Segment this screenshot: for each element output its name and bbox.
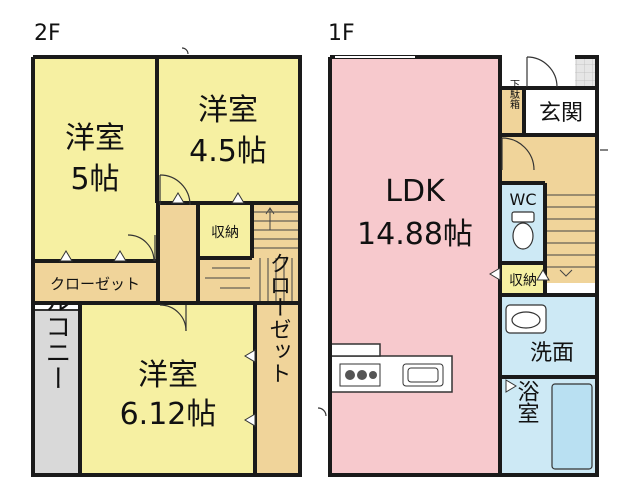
- closet-right-label: クローゼット: [266, 252, 291, 384]
- walls-1f: [328, 55, 599, 477]
- stairs-2f: [199, 258, 300, 303]
- room-ldk: [330, 57, 500, 475]
- door-markers-2f: [59, 192, 256, 427]
- room-western-612: [80, 303, 255, 475]
- wash-basin: [505, 304, 547, 334]
- room-bathroom-label: 浴室: [514, 380, 540, 424]
- doors-2f: [127, 47, 191, 332]
- sink: [402, 363, 444, 387]
- hall-1f: [500, 135, 597, 183]
- room-western-45-size: 4.5帖: [189, 134, 267, 169]
- stairs-1f: [545, 183, 597, 283]
- shoe-box-label: 下駄箱: [508, 79, 520, 110]
- room-western-612-size: 6.12帖: [120, 397, 217, 432]
- closet-left-label: クローゼット: [50, 275, 140, 293]
- stair-treads-2f: [205, 207, 298, 301]
- room-entrance-label: 玄関: [539, 101, 583, 126]
- storage-1f-label: 収納: [509, 273, 537, 289]
- doors-1f: [317, 56, 608, 417]
- room-western-5: [33, 57, 157, 261]
- stair-treads-1f: [547, 194, 595, 277]
- room-western-612-name: 洋室: [138, 358, 198, 393]
- storage-2f-label: 収納: [211, 225, 239, 241]
- floor-label-2f: 2F: [34, 21, 61, 46]
- room-western-45: [157, 57, 300, 203]
- door-markers-1f: [489, 267, 550, 393]
- counter-back: [329, 343, 381, 357]
- closet-left: [33, 261, 158, 303]
- room-western-5-name: 洋室: [65, 121, 125, 156]
- hall-2f: [160, 203, 198, 303]
- toilet: [511, 211, 535, 250]
- storage-2f: [199, 203, 251, 258]
- room-western-5-size: 5帖: [70, 162, 119, 197]
- floor-label-1f: 1F: [328, 21, 355, 46]
- entrance-tile: [575, 57, 597, 87]
- room-ldk-name: LDK: [385, 174, 446, 209]
- bathtub: [551, 383, 593, 470]
- burner-2: [357, 370, 367, 380]
- burner-3: [369, 371, 377, 379]
- room-ldk-size: 14.88帖: [357, 217, 473, 252]
- room-washroom-label: 洗面: [530, 341, 574, 366]
- shoe-box: [502, 90, 524, 134]
- sink-bowl: [407, 367, 439, 383]
- closet-right: [255, 303, 300, 475]
- room-western-45-name: 洋室: [198, 93, 258, 128]
- burner-1: [345, 370, 355, 380]
- room-wc-label: WC: [510, 190, 537, 209]
